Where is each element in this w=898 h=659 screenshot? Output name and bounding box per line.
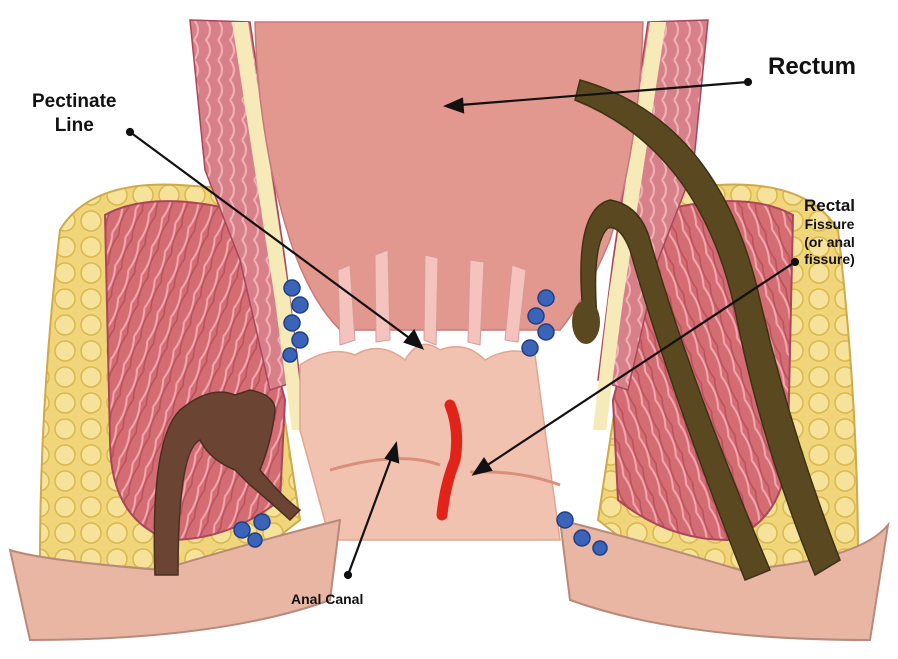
leader-lines (125, 77, 800, 580)
fissure-mark (436, 399, 463, 521)
label-anal-canal: Anal Canal (291, 591, 364, 607)
probe-right-outer (574, 79, 841, 577)
label-rectal-fissure-3: (or anal (804, 233, 855, 250)
label-rectal-fissure: Rectal Fissure (or anal fissure) (804, 195, 855, 269)
label-pectinate-line-1: Pectinate (32, 91, 117, 112)
label-pectinate-line: Pectinate Line (32, 90, 116, 138)
anal-canal (299, 343, 561, 541)
label-pectinate-line-2: Line (54, 114, 94, 136)
hemorrhoidal-veins (233, 279, 608, 556)
probe-left (153, 389, 302, 576)
label-rectal-fissure-1: Rectal (804, 196, 856, 215)
label-rectum: Rectum (768, 53, 857, 80)
label-rectal-fissure-4: fissure) (804, 251, 855, 268)
probe-right-inner (580, 199, 771, 581)
skin-left (8, 518, 342, 642)
rectal-wall-left (189, 19, 301, 391)
anal-columns (337, 249, 527, 346)
label-rectal-fissure-2: Fissure (804, 216, 855, 233)
